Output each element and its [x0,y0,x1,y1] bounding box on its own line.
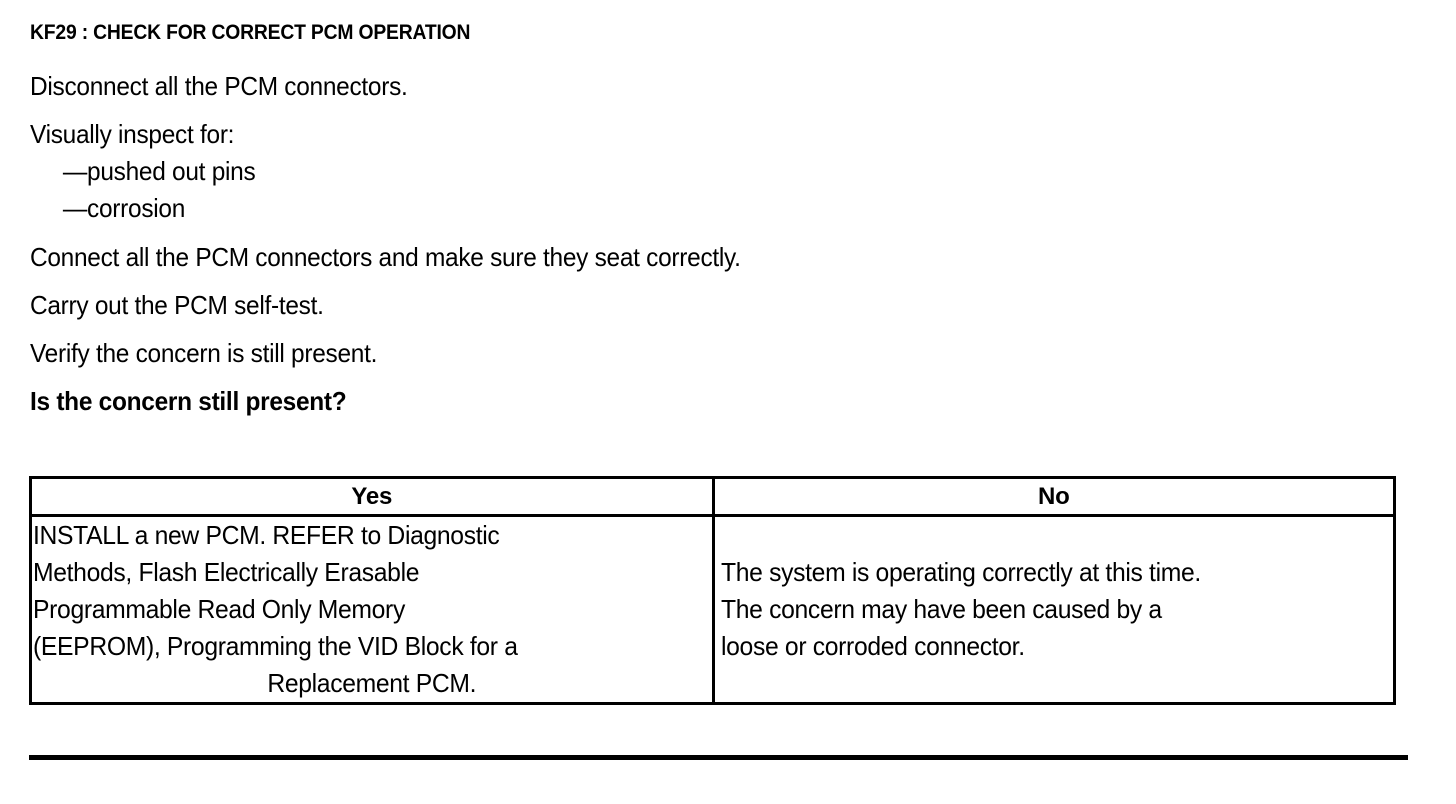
yes-action-text: INSTALL a new PCM. REFER to Diagnostic M… [32,517,712,702]
procedure-line-self-test: Carry out the PCM self-test. [30,290,324,320]
procedure-question: Is the concern still present? [30,386,347,416]
procedure-line-visually-inspect: Visually inspect for: [30,119,235,149]
table-row: INSTALL a new PCM. REFER to Diagnostic M… [32,515,1393,703]
yes-action-line-1: Methods, Flash Electrically Erasable [33,557,420,587]
procedure-block: Disconnect all the PCM connectors. Visua… [30,62,1410,425]
cell-no-action: The system is operating correctly at thi… [713,516,1393,703]
inspect-sub-items: —pushed out pins —corrosion [30,153,1410,227]
procedure-line-verify: Verify the concern is still present. [30,338,378,368]
no-action-text: The system is operating correctly at thi… [715,554,1394,665]
no-action-line-0: The system is operating correctly at thi… [720,557,1201,587]
decision-table: Yes No INSTALL a new PCM. REFER to Diagn… [29,476,1396,705]
inspect-item-corrosion: —corrosion [62,193,186,223]
yes-action-line-0: INSTALL a new PCM. REFER to Diagnostic [33,520,500,550]
procedure-line-disconnect: Disconnect all the PCM connectors. [30,71,408,101]
column-header-no: No [713,479,1393,517]
no-action-line-2: loose or corroded connector. [720,631,1025,661]
yes-action-line-4: Replacement PCM. [267,668,477,698]
yes-action-line-2: Programmable Read Only Memory [33,594,405,624]
table-header-row: Yes No [32,479,1393,517]
inspect-item-pushed-out-pins: —pushed out pins [62,156,256,186]
column-header-yes: Yes [32,479,715,517]
procedure-line-connect: Connect all the PCM connectors and make … [30,242,741,272]
page-title: KF29 : CHECK FOR CORRECT PCM OPERATION [30,21,471,44]
bottom-separator-rule [29,755,1408,760]
cell-yes-action: INSTALL a new PCM. REFER to Diagnostic M… [32,515,715,702]
no-action-line-1: The concern may have been caused by a [720,594,1162,624]
yes-action-line-3: (EEPROM), Programming the VID Block for … [33,631,518,661]
